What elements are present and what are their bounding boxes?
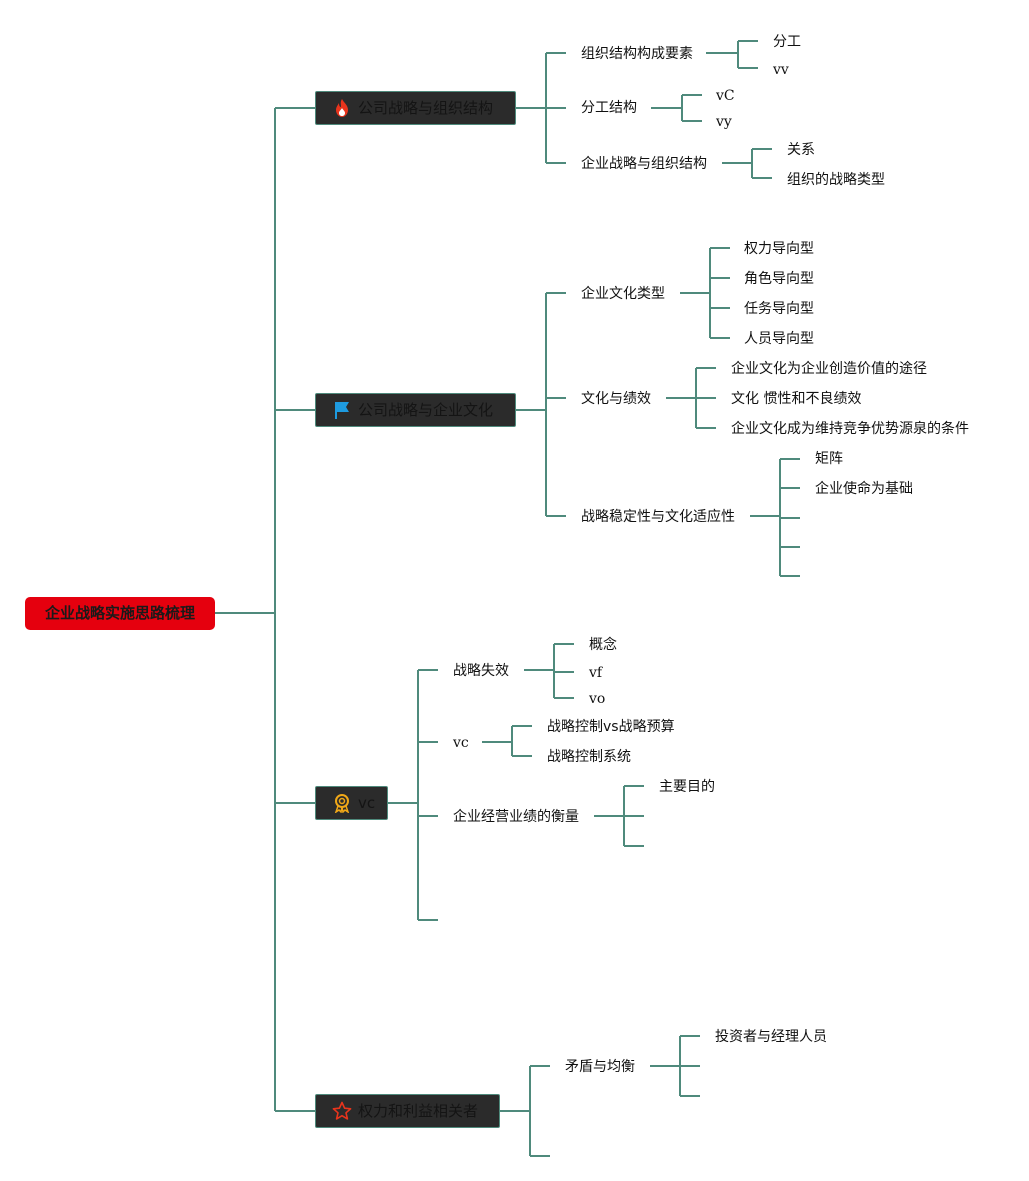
topic-label: 权力和利益相关者 [358,1102,479,1120]
leaf-node[interactable]: vC [716,88,735,104]
topic-power-stakeholders[interactable]: 权力和利益相关者 [315,1094,500,1128]
subtopic[interactable]: 战略稳定性与文化适应性 [581,509,735,525]
topic-vc[interactable]: vc [315,786,388,820]
leaf-node[interactable]: 战略控制vs战略预算 [547,719,675,735]
leaf-node[interactable]: vo [589,691,606,707]
fire-icon [336,99,348,117]
topic-label: 公司战略与组织结构 [358,99,494,117]
flag-icon [335,402,349,419]
subtopic[interactable]: 文化与绩效 [581,391,651,407]
leaf-node[interactable]: 角色导向型 [744,271,814,287]
leaf-node[interactable]: 企业文化为企业创造价值的途径 [731,361,927,377]
root-topic[interactable]: 企业战略实施思路梳理 [25,597,215,630]
leaf-node[interactable]: vf [589,665,603,681]
leaf-node[interactable]: vy [716,114,732,130]
subtopic[interactable]: vc [453,735,469,751]
leaf-node[interactable]: 主要目的 [659,779,715,795]
leaf-node[interactable]: 企业文化成为维持竞争优势源泉的条件 [731,421,969,437]
leaf-node[interactable]: 战略控制系统 [547,749,631,765]
subtopic[interactable]: 企业战略与组织结构 [581,156,707,172]
leaf-node[interactable]: 文化 惯性和不良绩效 [731,391,862,407]
star-icon [332,1101,352,1120]
leaf-node[interactable]: 企业使命为基础 [815,481,913,497]
subtopic[interactable]: 分工结构 [581,100,637,116]
leaf-node[interactable]: 任务导向型 [744,301,814,317]
topic-strategy-culture[interactable]: 公司战略与企业文化 [315,393,516,427]
topic-label: 公司战略与企业文化 [358,401,494,419]
subtopic[interactable]: 企业经营业绩的衡量 [453,809,579,825]
leaf-node[interactable]: 分工 [773,34,801,50]
leaf-node[interactable]: 矩阵 [815,451,843,467]
leaf-node[interactable]: 投资者与经理人员 [715,1029,827,1045]
subtopic[interactable]: 矛盾与均衡 [565,1059,635,1075]
leaf-node[interactable]: 人员导向型 [744,331,814,347]
leaf-node[interactable]: 组织的战略类型 [787,172,885,188]
subtopic[interactable]: 组织结构构成要素 [581,46,693,62]
award-ribbon-icon [334,794,350,813]
topic-strategy-organization[interactable]: 公司战略与组织结构 [315,91,516,125]
topic-label: vc [358,794,376,812]
leaf-node[interactable]: vv [773,62,789,78]
leaf-node[interactable]: 关系 [787,142,815,158]
leaf-node[interactable]: 权力导向型 [744,241,814,257]
subtopic[interactable]: 企业文化类型 [581,286,665,302]
leaf-node[interactable]: 概念 [589,637,617,653]
subtopic[interactable]: 战略失效 [453,663,509,679]
